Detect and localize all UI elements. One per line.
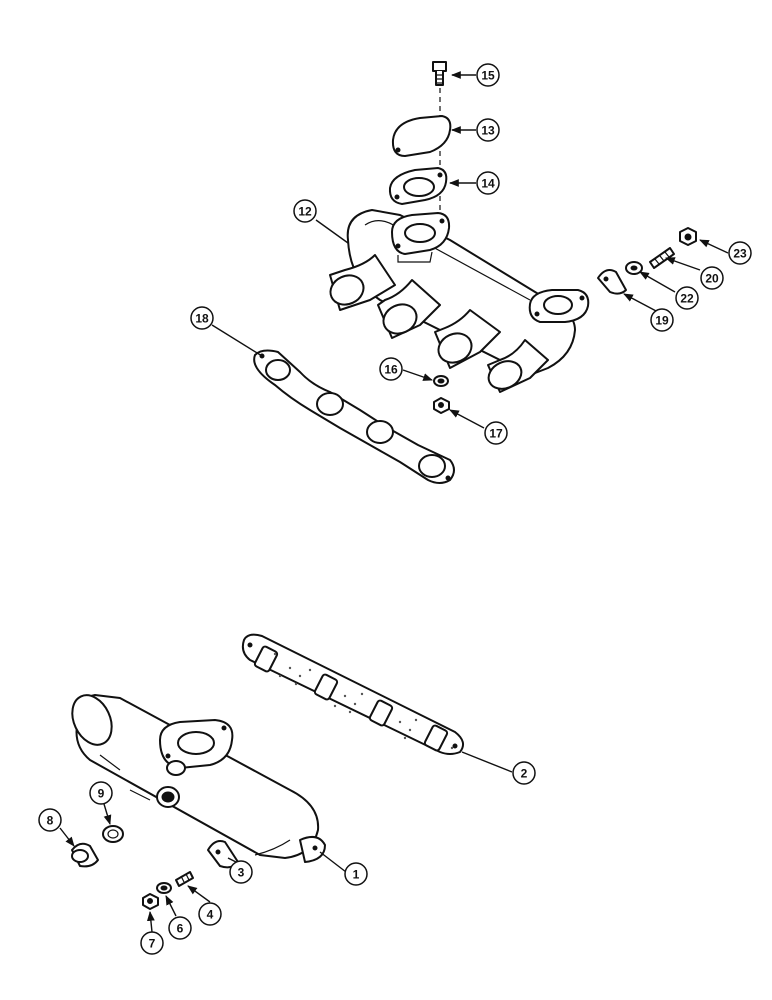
leader-line-9 [103, 803, 112, 825]
callout-8-label: 8 [47, 814, 54, 828]
callout-1-label: 1 [353, 868, 360, 882]
leader-line-16 [402, 369, 433, 381]
leader-line-17 [449, 409, 485, 429]
sleeve-part-16 [433, 375, 449, 387]
stud-part-4 [175, 871, 194, 887]
callout-13: 13 [476, 118, 500, 142]
bolt-part-15 [432, 61, 447, 86]
leader-line-8 [59, 827, 75, 847]
stud-part-20 [649, 247, 675, 269]
intake-manifold-part-1 [71, 694, 326, 863]
callout-7: 7 [140, 931, 164, 955]
callout-18-label: 18 [195, 312, 209, 326]
callout-13-label: 13 [481, 124, 495, 138]
plug-part-8 [71, 842, 99, 868]
washer-part-22 [625, 261, 643, 275]
callout-20: 20 [700, 266, 724, 290]
callout-16-label: 16 [384, 363, 398, 377]
callout-15-label: 15 [481, 69, 495, 83]
lower-manifold-assembly [59, 633, 513, 933]
callout-4-label: 4 [207, 908, 214, 922]
callout-1: 1 [344, 862, 368, 886]
leader-line-4 [187, 885, 211, 903]
callout-22: 22 [675, 286, 699, 310]
gasket-part-14 [388, 167, 448, 205]
callout-16: 16 [379, 357, 403, 381]
cover-plate-part-13 [391, 115, 452, 157]
callout-9-label: 9 [98, 787, 105, 801]
callout-6-label: 6 [177, 922, 184, 936]
callout-14: 14 [476, 171, 500, 195]
callout-23: 23 [728, 241, 752, 265]
manifold-gasket-part-18 [253, 349, 455, 484]
leader-line-12 [315, 219, 349, 244]
callout-7-label: 7 [149, 937, 156, 951]
leader-line-3 [227, 857, 237, 863]
upper-manifold-assembly [211, 61, 729, 484]
callout-2: 2 [512, 761, 536, 785]
intake-gasket-part-2 [241, 633, 465, 755]
leader-line-2 [461, 751, 513, 773]
leader-line-22 [639, 271, 676, 293]
callout-2-label: 2 [521, 767, 528, 781]
washer-part-6 [156, 882, 172, 894]
callout-15: 15 [476, 63, 500, 87]
washer-part-9 [102, 825, 124, 843]
callout-22-label: 22 [680, 292, 694, 306]
callout-20-label: 20 [705, 272, 719, 286]
deflector-part-19 [597, 269, 627, 295]
callout-3: 3 [229, 860, 253, 884]
leader-line-20 [665, 257, 701, 271]
callout-17: 17 [484, 421, 508, 445]
nut-part-23 [679, 227, 697, 246]
leader-line-7 [146, 911, 155, 933]
leader-line-19 [623, 293, 659, 313]
callout-4: 4 [198, 902, 222, 926]
callout-17-label: 17 [489, 427, 503, 441]
nut-part-17 [433, 397, 450, 414]
callout-19: 19 [650, 308, 674, 332]
callout-9: 9 [89, 781, 113, 805]
leader-line-23 [699, 239, 729, 254]
leader-line-1 [319, 851, 347, 873]
callout-18: 18 [190, 306, 214, 330]
exhaust-manifold-part-12 [329, 209, 590, 393]
callout-12: 12 [293, 199, 317, 223]
callout-14-label: 14 [481, 177, 495, 191]
leader-line-18 [211, 324, 263, 357]
callout-6: 6 [168, 916, 192, 940]
callout-23-label: 23 [733, 247, 747, 261]
leader-line-6 [165, 895, 177, 917]
callout-19-label: 19 [655, 314, 669, 328]
gasket-texture [273, 652, 454, 750]
callout-3-label: 3 [238, 866, 245, 880]
nut-part-7 [142, 893, 159, 910]
callout-8: 8 [38, 808, 62, 832]
callout-12-label: 12 [298, 205, 312, 219]
